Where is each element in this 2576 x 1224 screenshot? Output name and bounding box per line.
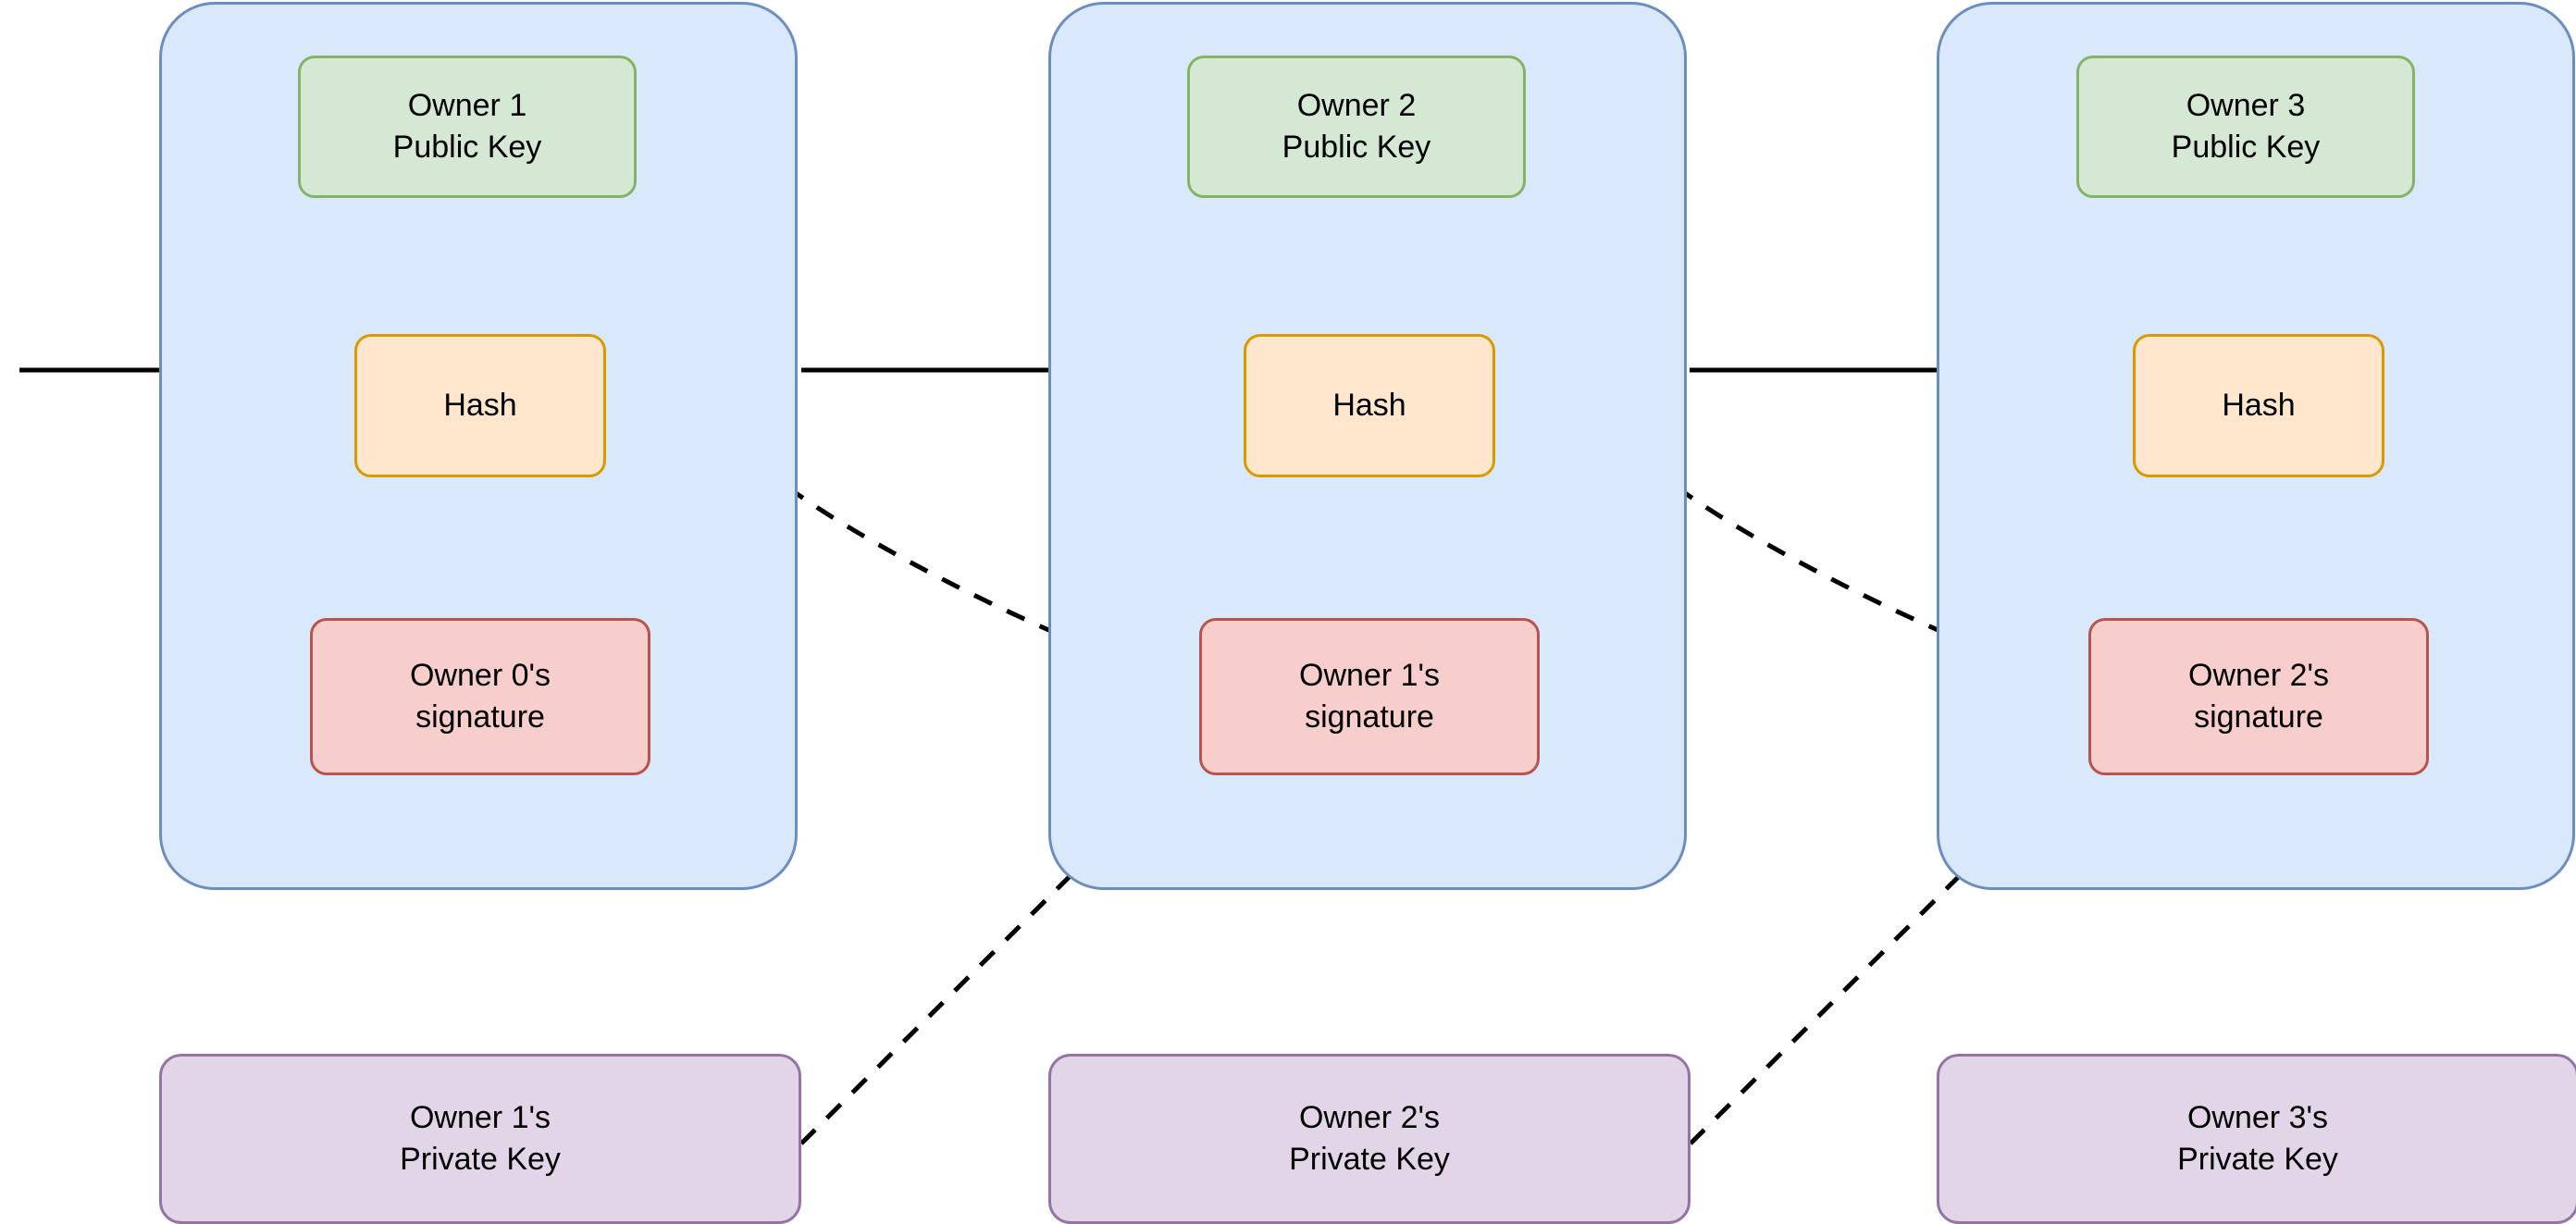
public-key-2[interactable]: Owner 2 Public Key (1187, 56, 1526, 198)
private-key-3[interactable]: Owner 3's Private Key (1937, 1054, 2576, 1224)
private-key-1[interactable]: Owner 1's Private Key (159, 1054, 801, 1224)
signature-1[interactable]: Owner 0's signature (310, 618, 650, 775)
public-key-1[interactable]: Owner 1 Public Key (298, 56, 637, 198)
private-key-2[interactable]: Owner 2's Private Key (1048, 1054, 1690, 1224)
hash-2[interactable]: Hash (1244, 334, 1495, 477)
signature-2[interactable]: Owner 1's signature (1199, 618, 1540, 775)
hash-3[interactable]: Hash (2133, 334, 2384, 477)
hash-1[interactable]: Hash (354, 334, 606, 477)
signature-3[interactable]: Owner 2's signature (2088, 618, 2429, 775)
public-key-3[interactable]: Owner 3 Public Key (2076, 56, 2415, 198)
